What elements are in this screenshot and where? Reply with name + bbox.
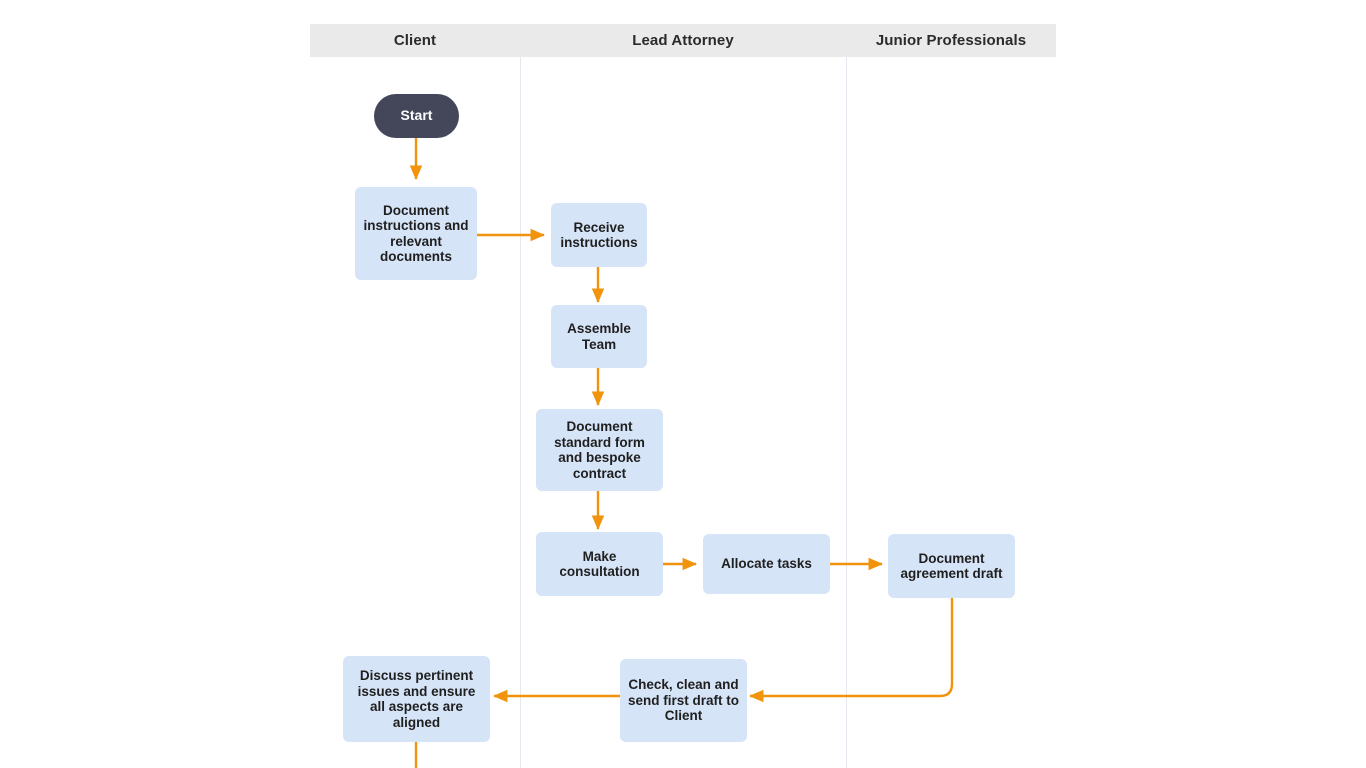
node-discuss-pertinent-issues[interactable]: Discuss pertinent issues and ensure all … <box>343 656 490 742</box>
lane-divider-lead-junior <box>846 57 847 768</box>
lane-header-row: Client Lead Attorney Junior Professional… <box>310 24 1056 57</box>
node-make-consultation[interactable]: Make consultation <box>536 532 663 596</box>
swimlane-diagram: Client Lead Attorney Junior Professional… <box>310 24 1056 768</box>
lane-header-lead-attorney: Lead Attorney <box>632 32 734 49</box>
lane-header-junior-professionals: Junior Professionals <box>875 32 1027 49</box>
node-check-clean-send[interactable]: Check, clean and send first draft to Cli… <box>620 659 747 742</box>
node-allocate-tasks[interactable]: Allocate tasks <box>703 534 830 594</box>
node-document-agreement-draft[interactable]: Document agreement draft <box>888 534 1015 598</box>
node-assemble-team[interactable]: Assemble Team <box>551 305 647 368</box>
lane-divider-client-lead <box>520 57 521 768</box>
node-document-standard-form[interactable]: Document standard form and bespoke contr… <box>536 409 663 491</box>
lane-header-client: Client <box>393 32 437 49</box>
node-start[interactable]: Start <box>374 94 459 138</box>
node-document-instructions[interactable]: Document instructions and relevant docum… <box>355 187 477 280</box>
node-receive-instructions[interactable]: Receive instructions <box>551 203 647 267</box>
